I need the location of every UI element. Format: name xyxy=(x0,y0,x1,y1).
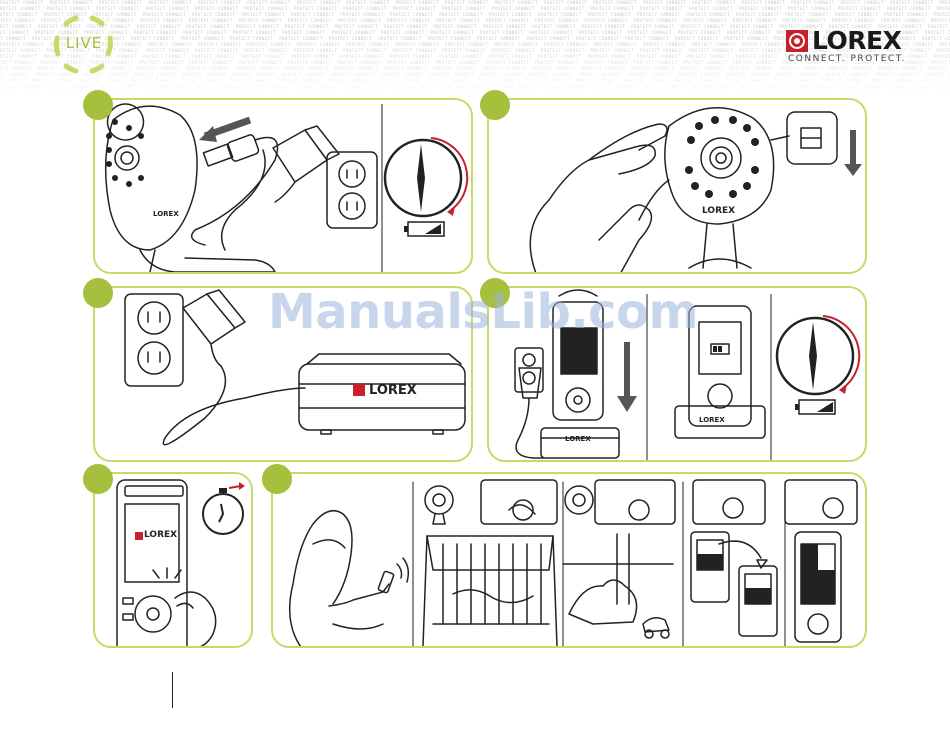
step-badge-6 xyxy=(262,464,292,494)
panel-monitor-viewing xyxy=(271,472,867,648)
lorex-logo-icon xyxy=(786,30,808,52)
monitor-icon xyxy=(116,479,188,646)
panel-camera-switch: LOREX xyxy=(487,98,867,274)
camera-brand-label: LOREX xyxy=(153,210,179,218)
camera-icon xyxy=(104,103,276,272)
step-badge-5 xyxy=(83,464,113,494)
step-badge-4 xyxy=(480,278,510,308)
watermark-text: ManualsLib.com xyxy=(268,284,699,340)
footer-rule xyxy=(172,672,173,708)
power-adapter-icon xyxy=(190,125,340,251)
step-badge-2 xyxy=(480,90,510,120)
clock-icon xyxy=(775,315,861,396)
step-badge-3 xyxy=(83,278,113,308)
live-badge-icon: LIVE xyxy=(52,14,116,74)
timer-icon xyxy=(202,482,245,535)
live-badge-text: LIVE xyxy=(65,34,103,52)
monitor-brand-label: LOREX xyxy=(144,530,178,540)
step-badge-1 xyxy=(83,90,113,120)
power-outlet-icon xyxy=(326,151,378,229)
power-outlet-icon xyxy=(514,347,544,459)
clock-icon xyxy=(383,137,469,218)
battery-icon xyxy=(795,399,836,415)
dock-brand-label: LOREX xyxy=(369,383,417,398)
down-arrow-icon xyxy=(617,342,637,412)
monitor-icon xyxy=(552,289,604,421)
lorex-logo: LOREX CONNECT. PROTECT. xyxy=(786,26,914,66)
panel-monitor-power-on: LOREX xyxy=(93,472,253,648)
panel-dock-power: LOREX xyxy=(93,286,473,462)
camera-brand-label-2: LOREX xyxy=(702,206,736,216)
logo-word: LOREX xyxy=(812,26,902,55)
dock-icon xyxy=(540,427,620,459)
battery-icon xyxy=(404,221,445,237)
small-dock-brand-label: LOREX xyxy=(565,435,591,443)
power-outlet-icon xyxy=(124,293,184,387)
dock-brand-label-2: LOREX xyxy=(699,416,725,424)
down-arrow-icon xyxy=(844,130,862,176)
logo-tagline: CONNECT. PROTECT. xyxy=(788,54,906,64)
header-band: PROTECT CONNECT PROTECT CONNECT PROTECT … xyxy=(0,0,950,92)
panel-monitor-charge: LOREX LOREX xyxy=(487,286,867,462)
panel-camera-power: LOREX xyxy=(93,98,473,274)
power-adapter-icon xyxy=(162,289,306,446)
camera-icon xyxy=(664,107,775,225)
monitor-icon xyxy=(674,305,766,439)
dock-icon xyxy=(298,353,466,435)
